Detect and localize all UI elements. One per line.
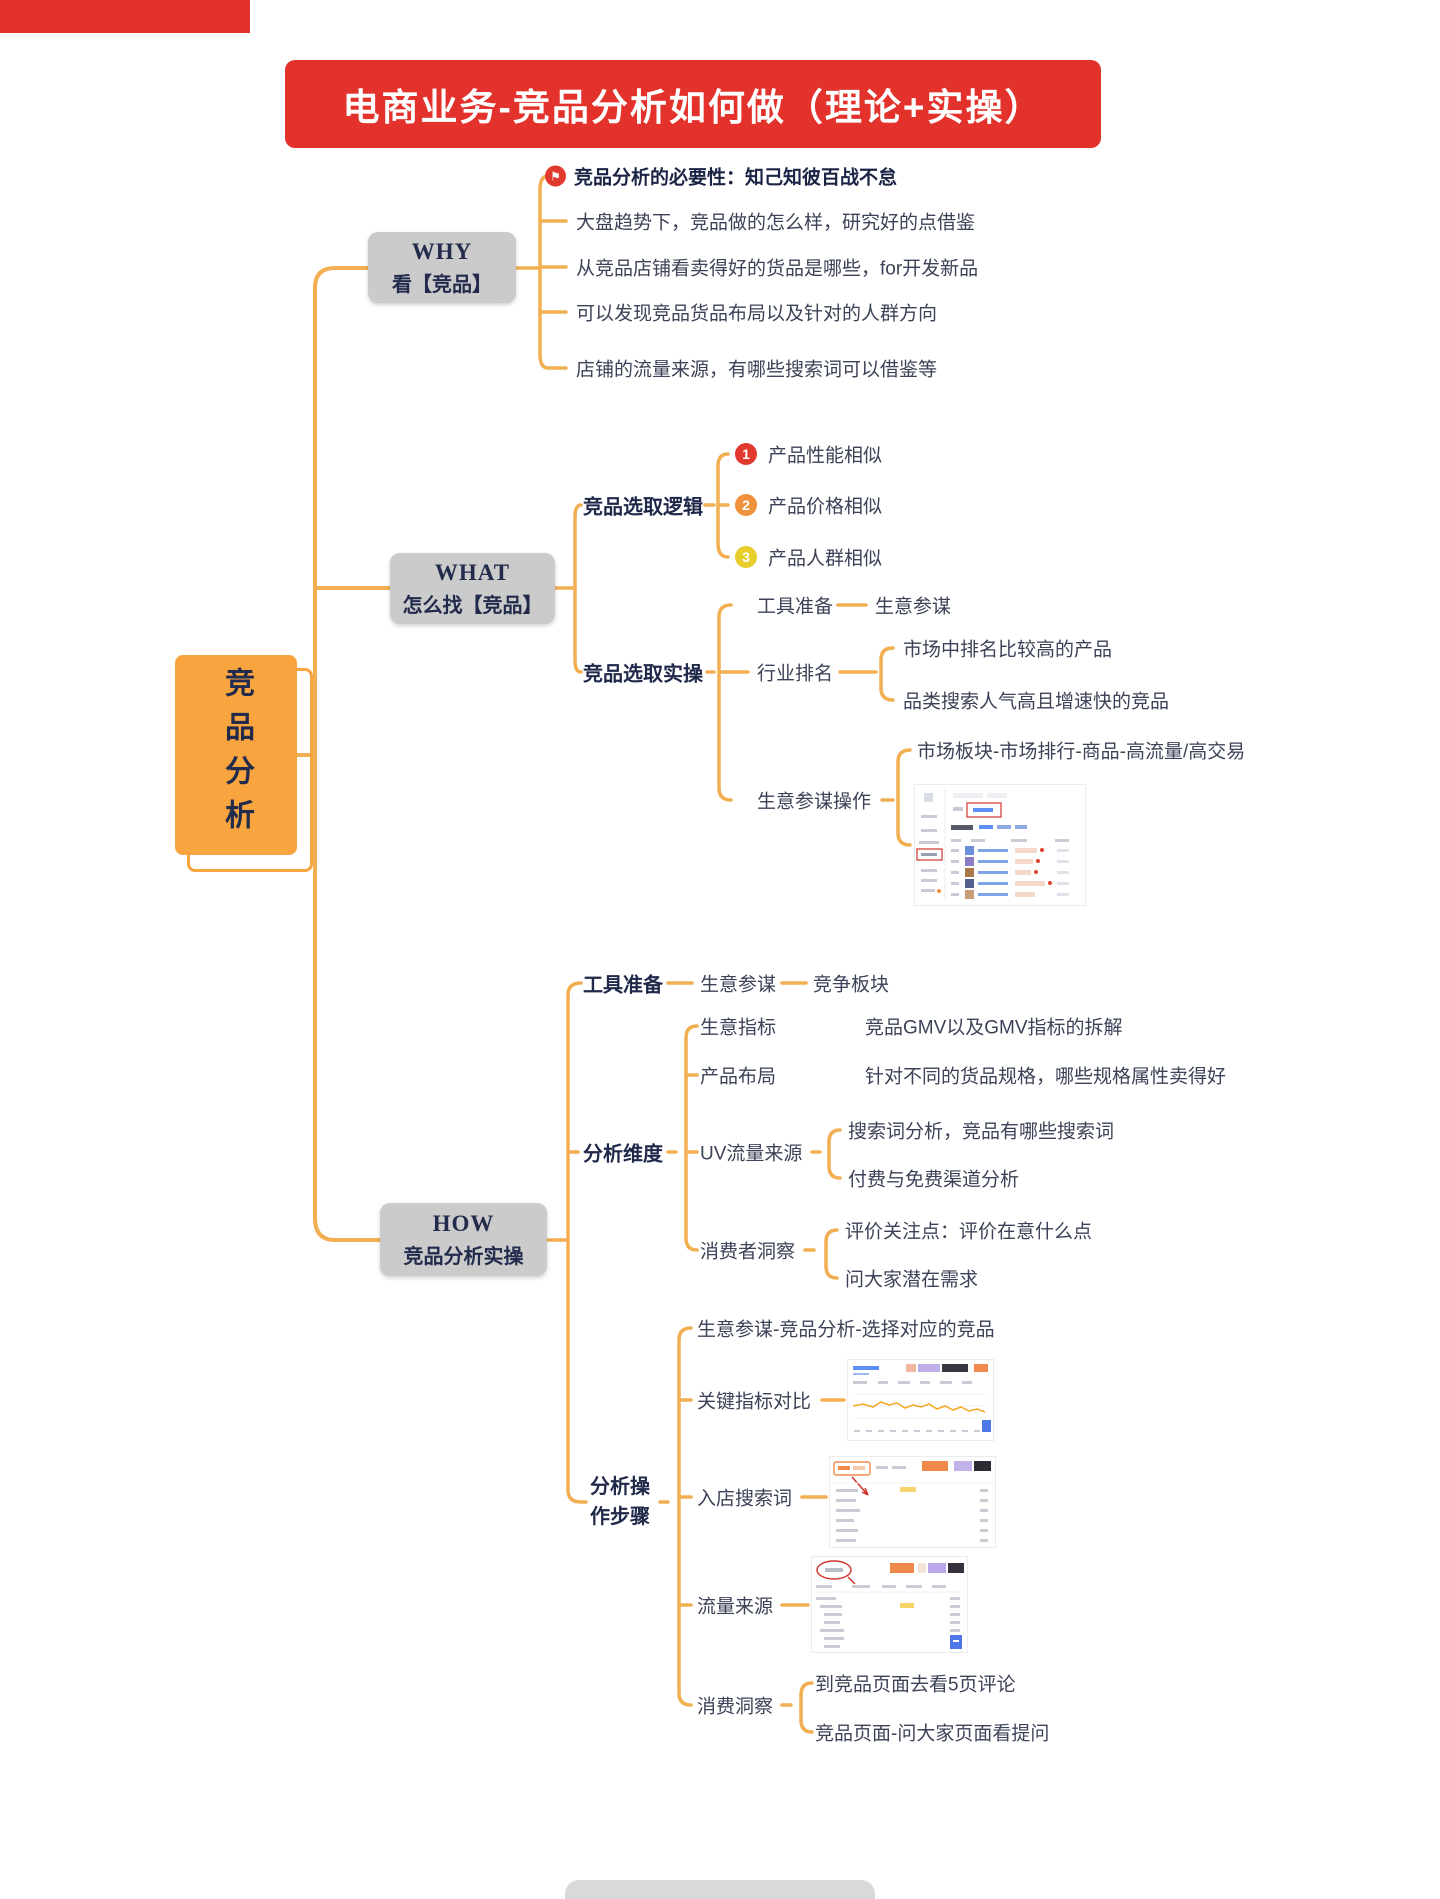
- flag-icon: ⚑: [545, 165, 566, 187]
- root-node-label: 竞品分析: [220, 667, 253, 843]
- what-logic-item-price: 产品价格相似: [768, 496, 883, 518]
- what-practice-label: 竞品选取实操: [583, 663, 703, 686]
- page-title-text: 电商业务-竞品分析如何做（理论+实操）: [342, 87, 1044, 128]
- number-2-icon: 2: [735, 494, 757, 516]
- topic-box-what: WHAT 怎么找【竞品】: [390, 553, 555, 624]
- how-step-consumer-item-reviews: 到竞品页面去看5页评论: [815, 1674, 1016, 1696]
- how-step-consumer-item-qa: 竞品页面-问大家页面看提问: [815, 1723, 1050, 1745]
- how-dim-consumer-label: 消费者洞察: [700, 1241, 796, 1263]
- how-dim-label: 分析维度: [583, 1143, 663, 1166]
- topic-why-line1: WHY: [411, 238, 473, 264]
- how-dim-uv-item-channel: 付费与免费渠道分析: [848, 1169, 1020, 1191]
- what-rank-label: 行业排名: [757, 663, 834, 685]
- what-op-label: 生意参谋操作: [757, 791, 872, 813]
- topic-why-line2: 看【竞品】: [392, 273, 492, 296]
- topic-box-why: WHY 看【竞品】: [368, 232, 516, 303]
- what-tool-value: 生意参谋: [875, 596, 952, 618]
- how-dim-uv-item-search: 搜索词分析，竞品有哪些搜索词: [848, 1121, 1115, 1143]
- topic-what-line2: 怎么找【竞品】: [402, 594, 543, 617]
- root-node: 竞品分析: [175, 655, 297, 855]
- corner-red-strip: [0, 0, 250, 33]
- why-item-trend: 大盘趋势下，竞品做的怎么样，研究好的点借鉴: [576, 212, 976, 234]
- how-dim-product-value: 针对不同的货品规格，哪些规格属性卖得好: [865, 1066, 1227, 1088]
- kpi-compare-chart-screenshot: [848, 1360, 993, 1440]
- topic-what-line1: WHAT: [434, 559, 511, 585]
- what-logic-label: 竞品选取逻辑: [583, 496, 703, 519]
- topic-how-line1: HOW: [432, 1210, 495, 1236]
- how-dim-consumer-item-review: 评价关注点：评价在意什么点: [845, 1221, 1093, 1243]
- what-rank-item-growth: 品类搜索人气高且增速快的竞品: [903, 691, 1170, 713]
- how-dim-product-label: 产品布局: [700, 1066, 777, 1088]
- how-step-traffic-source: 流量来源: [697, 1596, 774, 1618]
- how-dim-consumer-item-ask: 问大家潜在需求: [845, 1269, 979, 1291]
- what-logic-item-performance: 产品性能相似: [768, 445, 883, 467]
- how-step-select-competitor: 生意参谋-竞品分析-选择对应的竞品: [697, 1319, 995, 1341]
- number-1-icon: 1: [735, 443, 757, 465]
- what-rank-item-top: 市场中排名比较高的产品: [903, 639, 1113, 661]
- how-step-consumer-insight: 消费洞察: [697, 1696, 774, 1718]
- traffic-source-screenshot: [812, 1557, 967, 1652]
- how-step-store-search: 入店搜索词: [697, 1488, 793, 1510]
- how-dim-uv-label: UV流量来源: [700, 1143, 803, 1165]
- why-item-bestsellers: 从竞品店铺看卖得好的货品是哪些，for开发新品: [576, 258, 979, 280]
- how-dim-biz-label: 生意指标: [700, 1017, 777, 1039]
- how-tool-compete-module: 竞争板块: [813, 974, 890, 996]
- topic-box-how: HOW 竞品分析实操: [380, 1203, 547, 1276]
- how-dim-biz-value: 竞品GMV以及GMV指标的拆解: [865, 1017, 1123, 1039]
- how-tool-label: 工具准备: [583, 974, 663, 997]
- why-item-layout: 可以发现竞品货品布局以及针对的人群方向: [576, 303, 938, 325]
- what-tool-label: 工具准备: [757, 596, 834, 618]
- how-steps-label: 分析操作步骤: [590, 1476, 650, 1528]
- page-title: 电商业务-竞品分析如何做（理论+实操）: [285, 60, 1101, 148]
- sycm-market-ranking-screenshot: [915, 785, 1085, 905]
- why-item-traffic: 店铺的流量来源，有哪些搜索词可以借鉴等: [576, 359, 938, 381]
- number-3-icon: 3: [735, 546, 757, 568]
- topic-how-line2: 竞品分析实操: [403, 1245, 524, 1268]
- footer-bar: [565, 1880, 875, 1899]
- why-item-necessity: 竞品分析的必要性：知己知彼百战不怠: [574, 167, 898, 189]
- how-step-kpi-compare: 关键指标对比: [697, 1391, 812, 1413]
- what-op-path: 市场板块-市场排行-商品-高流量/高交易: [917, 741, 1246, 763]
- what-logic-item-audience: 产品人群相似: [768, 548, 883, 570]
- store-search-terms-screenshot: [830, 1457, 995, 1547]
- how-tool-sycm: 生意参谋: [700, 974, 777, 996]
